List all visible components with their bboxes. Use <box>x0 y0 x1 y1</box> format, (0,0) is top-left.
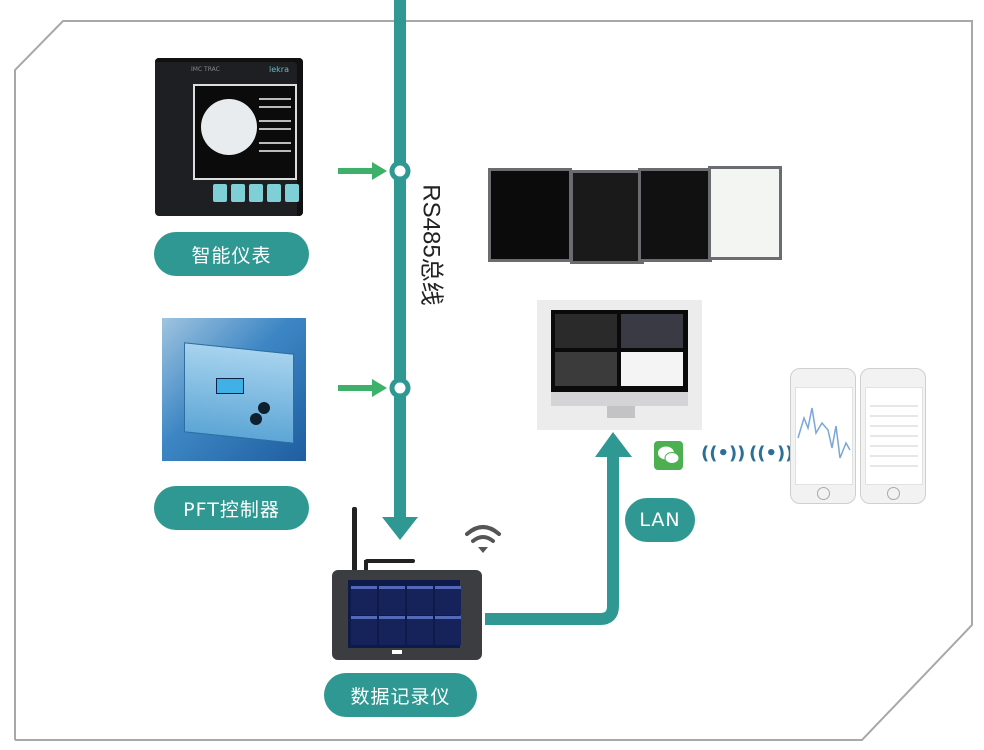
meter-brand-text: IMC TRAC <box>191 66 220 73</box>
wechat-icon <box>654 441 683 470</box>
logger-antenna-vertical <box>352 507 357 573</box>
meter-logo-text: lekra <box>269 65 289 74</box>
rs485-bus-label-text: RS485总线 <box>417 184 445 306</box>
logger-screen <box>348 580 461 648</box>
meter-buttons <box>213 184 303 202</box>
wireless-signal-icon: ((•)) <box>701 443 746 464</box>
data-logger-image <box>332 570 482 660</box>
pft-feed-arrow <box>338 379 387 397</box>
lan-label: LAN <box>625 498 695 542</box>
lan-connector-line <box>485 455 619 625</box>
pft-controller-image <box>162 318 306 461</box>
pft-lcd <box>216 378 244 394</box>
wifi-icon <box>465 525 501 553</box>
meter-screen <box>193 84 297 180</box>
bus-down-arrowhead <box>382 517 418 540</box>
rs485-bus-line <box>394 0 406 520</box>
bus-node-meter <box>389 160 411 182</box>
pc-monitor-chin <box>551 392 688 406</box>
pft-controller-label: PFT控制器 <box>154 486 309 530</box>
software-screens-image <box>488 158 782 268</box>
phone-chart-image <box>790 368 856 504</box>
rs485-bus-label: RS485总线 <box>408 160 460 330</box>
smart-meter-image: IMC TRAC lekra <box>155 58 303 216</box>
phone-list-image <box>860 368 926 504</box>
data-logger-label: 数据记录仪 <box>324 673 477 717</box>
lan-up-arrowhead <box>595 432 632 457</box>
smart-meter-label: 智能仪表 <box>154 232 309 276</box>
meter-phasor-dial <box>201 99 257 155</box>
meter-feed-arrow <box>338 162 387 180</box>
logger-antenna-horizontal <box>365 559 415 563</box>
pc-monitor-image <box>537 300 702 430</box>
wireless-signal-icon: ((•)) <box>749 443 794 464</box>
logger-antenna-base <box>364 560 368 574</box>
bus-node-pft <box>389 377 411 399</box>
